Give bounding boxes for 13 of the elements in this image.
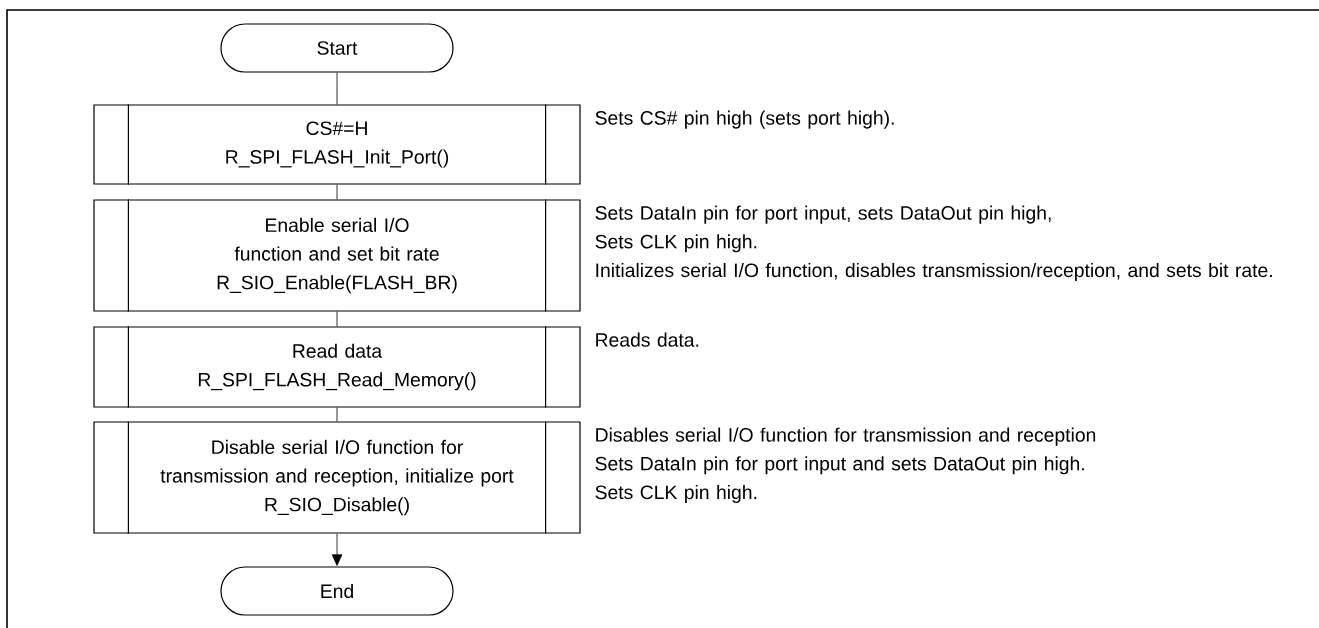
predefined-process-box: Enable serial I/O function and set bit rate R_SIO_Enable(FLASH_BR)	[93, 198, 581, 313]
description-text: Sets CS# pin high (sets port high).	[595, 110, 894, 129]
description-text: Reads data.	[596, 332, 699, 347]
description-text: Disables serial I/O function for transmission and reception Sets DataIn pin for port input and sets DataOut pin high. Sets CLK pin high.	[595, 427, 1096, 503]
predefined-process-box: Disable serial I/O function for transmission and reception, initialize port R_SIO_Disable()	[93, 420, 581, 535]
description-text: Sets DataIn pin for port input, sets DataOut pin high, Sets CLK pin high. Initializes serial I/O function, disables transmission/reception, and sets bit rate.	[595, 205, 1272, 281]
connector-line	[336, 72, 338, 105]
arrow	[331, 533, 343, 566]
connector-line	[336, 311, 338, 327]
predefined-process-box: CS#=H R_SPI_FLASH_Init_Port()	[93, 103, 581, 186]
predefined-process-box: Read data R_SPI_FLASH_Read_Memory()	[93, 325, 581, 409]
connector-line	[336, 184, 338, 200]
connector-line	[336, 407, 338, 422]
